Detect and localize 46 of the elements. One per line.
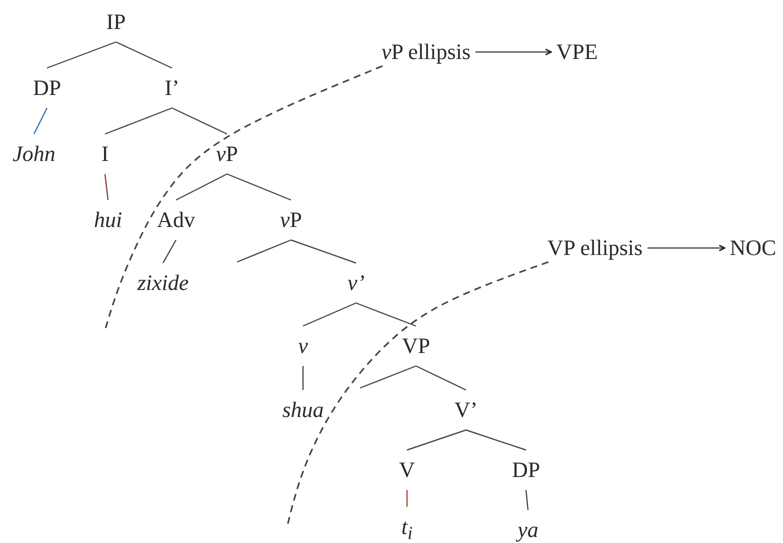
tree-branch [236, 239, 292, 263]
tree-branch [302, 302, 356, 327]
tree-label: Adv [157, 207, 195, 233]
tree-label: VP [402, 333, 430, 359]
tree-branch [116, 41, 172, 69]
annotation: vP ellipsis [381, 39, 471, 65]
tree-branch [176, 173, 228, 201]
arrow [648, 244, 726, 252]
tree-label: v’ [347, 270, 365, 296]
word: shua [282, 397, 324, 423]
tree-label: vP [280, 207, 302, 233]
arrow [476, 48, 552, 56]
tree-branch [416, 365, 466, 391]
tree-label: I’ [164, 75, 180, 101]
tree-branch [290, 239, 356, 264]
tree-branch [226, 173, 292, 201]
tree-branch [46, 41, 116, 69]
tree-label: vP [216, 141, 238, 167]
word: ya [518, 517, 538, 543]
tree-label: I [101, 141, 109, 167]
annotation: VP ellipsis [547, 235, 643, 261]
tree-label: V’ [454, 397, 478, 423]
tree-branch [302, 366, 304, 390]
tree-branch [33, 108, 48, 134]
word: hui [94, 207, 122, 233]
annotation: VPE [556, 39, 598, 65]
tree-branch [360, 365, 416, 389]
tree-label: DP [512, 457, 540, 483]
tree-branch [104, 107, 172, 135]
tree-branch [406, 429, 466, 451]
tree-label: DP [32, 75, 62, 101]
tree-branch [466, 429, 526, 451]
tree-branch [162, 240, 177, 264]
dashed-boundary-line [104, 65, 383, 330]
tree-branch [525, 490, 529, 510]
tree-label: V [399, 457, 415, 483]
tree-label: v [298, 333, 308, 359]
tree-branch [356, 302, 416, 327]
annotation: NOC [730, 235, 776, 261]
word: t$_{i}$ [401, 514, 413, 543]
tree-branch [406, 490, 408, 507]
tree-branch [172, 107, 228, 135]
word: zixide [137, 270, 189, 296]
tree-label: IP [106, 9, 126, 35]
word: John [12, 141, 56, 167]
tree-branch [104, 174, 109, 200]
